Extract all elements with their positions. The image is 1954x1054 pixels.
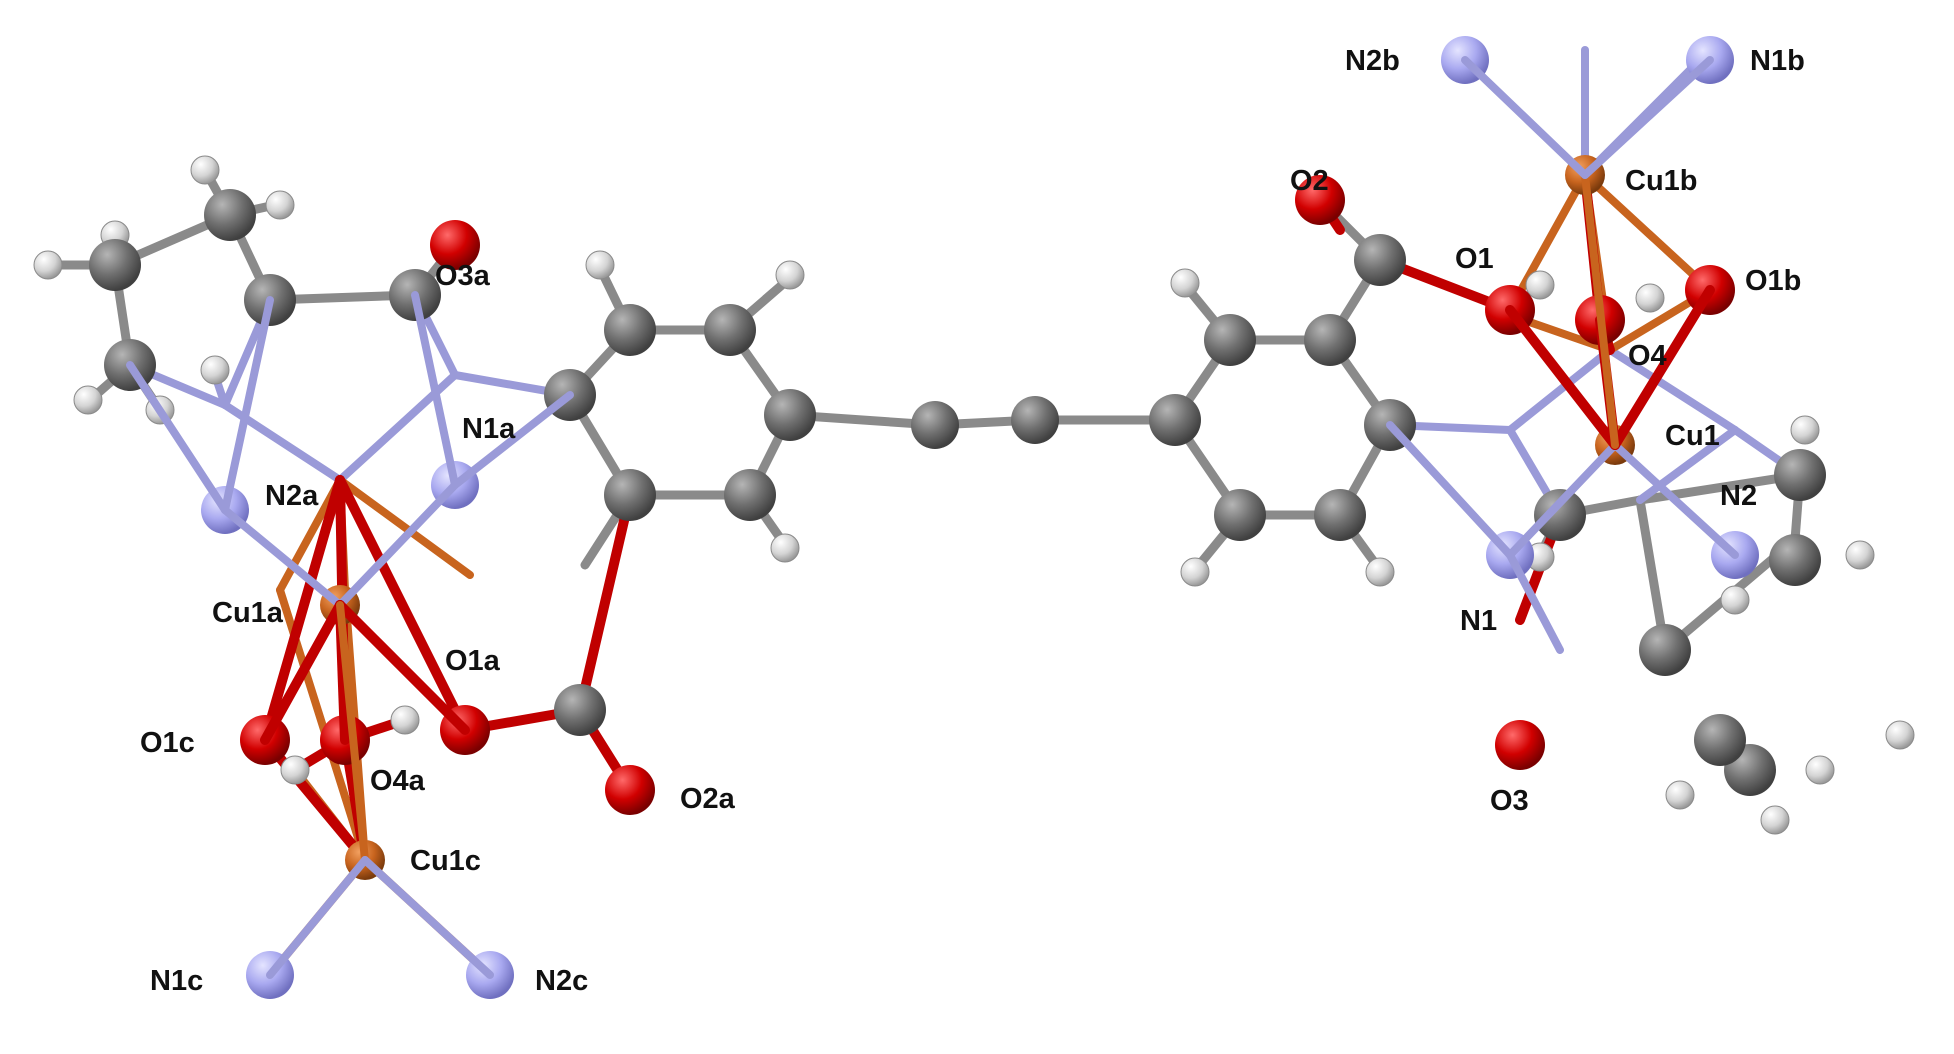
label-o1a: O1a xyxy=(445,645,501,677)
hydrogen-atom xyxy=(1885,720,1915,750)
carbon-atom xyxy=(911,401,959,449)
left-nitrogen-bonds xyxy=(126,291,574,484)
label-o3: O3 xyxy=(1490,785,1529,817)
hydrogen-atom xyxy=(73,385,103,415)
label-n1c: N1c xyxy=(150,965,203,997)
label-cu1: Cu1 xyxy=(1665,420,1720,452)
left-benzene-bonds xyxy=(565,263,1180,570)
label-n2c: N2c xyxy=(535,965,588,997)
hydrogen-atom xyxy=(1180,557,1210,587)
carbon-atom xyxy=(1534,489,1586,541)
hydrogen-atom xyxy=(770,533,800,563)
hydrogen-atom xyxy=(1805,755,1835,785)
carbon-atom xyxy=(204,189,256,241)
hydrogen-atoms xyxy=(33,155,1915,835)
carbon-atom xyxy=(1694,714,1746,766)
copper-atoms xyxy=(320,155,1635,880)
hydrogen-atom xyxy=(1790,415,1820,445)
label-o1c: O1c xyxy=(140,727,195,759)
carbon-atom xyxy=(1314,489,1366,541)
label-o4a: O4a xyxy=(370,765,426,797)
carbon-atom xyxy=(1304,314,1356,366)
carbon-atom xyxy=(604,469,656,521)
hydrogen-atom xyxy=(1845,540,1875,570)
label-o1: O1 xyxy=(1455,243,1494,275)
carbon-atom xyxy=(1639,624,1691,676)
carbon-atom xyxy=(604,304,656,356)
label-cu1a: Cu1a xyxy=(212,597,284,629)
hydrogen-atom xyxy=(265,190,295,220)
label-n1a: N1a xyxy=(462,413,516,445)
oxygen-atom-o3a xyxy=(430,220,480,270)
hydrogen-atom xyxy=(1665,780,1695,810)
carbon-atom xyxy=(1354,234,1406,286)
carbon-atom xyxy=(1769,534,1821,586)
carbon-atom xyxy=(1149,394,1201,446)
oxygen-atom-o3 xyxy=(1495,720,1545,770)
label-o2: O2 xyxy=(1290,165,1329,197)
hydrogen-atom xyxy=(280,755,310,785)
label-cu1c: Cu1c xyxy=(410,845,481,877)
hydrogen-atom xyxy=(1720,585,1750,615)
carbon-atom xyxy=(1214,489,1266,541)
label-o3a: O3a xyxy=(435,260,491,292)
carbon-atom xyxy=(89,239,141,291)
hydrogen-atom xyxy=(390,705,420,735)
hydrogen-atom xyxy=(33,250,63,280)
hydrogen-atom xyxy=(775,260,805,290)
label-o2a: O2a xyxy=(680,783,736,815)
coordination-bonds-overlay xyxy=(126,56,1739,979)
label-n1b: N1b xyxy=(1750,45,1805,77)
hydrogen-atom xyxy=(190,155,220,185)
carbon-atom xyxy=(724,469,776,521)
carbon-atom xyxy=(704,304,756,356)
hydrogen-atom xyxy=(1760,805,1790,835)
carbon-atom xyxy=(764,389,816,441)
hydrogen-atom xyxy=(1635,283,1665,313)
label-n2: N2 xyxy=(1720,480,1757,512)
oxygen-atom-o2a xyxy=(605,765,655,815)
label-n2b: N2b xyxy=(1345,45,1400,77)
label-o4: O4 xyxy=(1628,340,1667,372)
label-n2a: N2a xyxy=(265,480,319,512)
label-n1: N1 xyxy=(1460,605,1497,637)
hydrogen-atom xyxy=(585,250,615,280)
carbon-atom xyxy=(1011,396,1059,444)
hydrogen-atom xyxy=(1170,268,1200,298)
hydrogen-atom xyxy=(1525,270,1555,300)
hydrogen-atom xyxy=(1365,557,1395,587)
oxygen-atom-o2 xyxy=(1295,175,1345,225)
carbon-atom xyxy=(1774,449,1826,501)
label-cu1b: Cu1b xyxy=(1625,165,1698,197)
atom-labels: O3a N1a N2a Cu1a O1a O1c O4a O2a Cu1c N1… xyxy=(140,45,1805,997)
carbon-atom xyxy=(1204,314,1256,366)
hydrogen-atom xyxy=(200,355,230,385)
carbon-atom xyxy=(554,684,606,736)
label-o1b: O1b xyxy=(1745,265,1801,297)
